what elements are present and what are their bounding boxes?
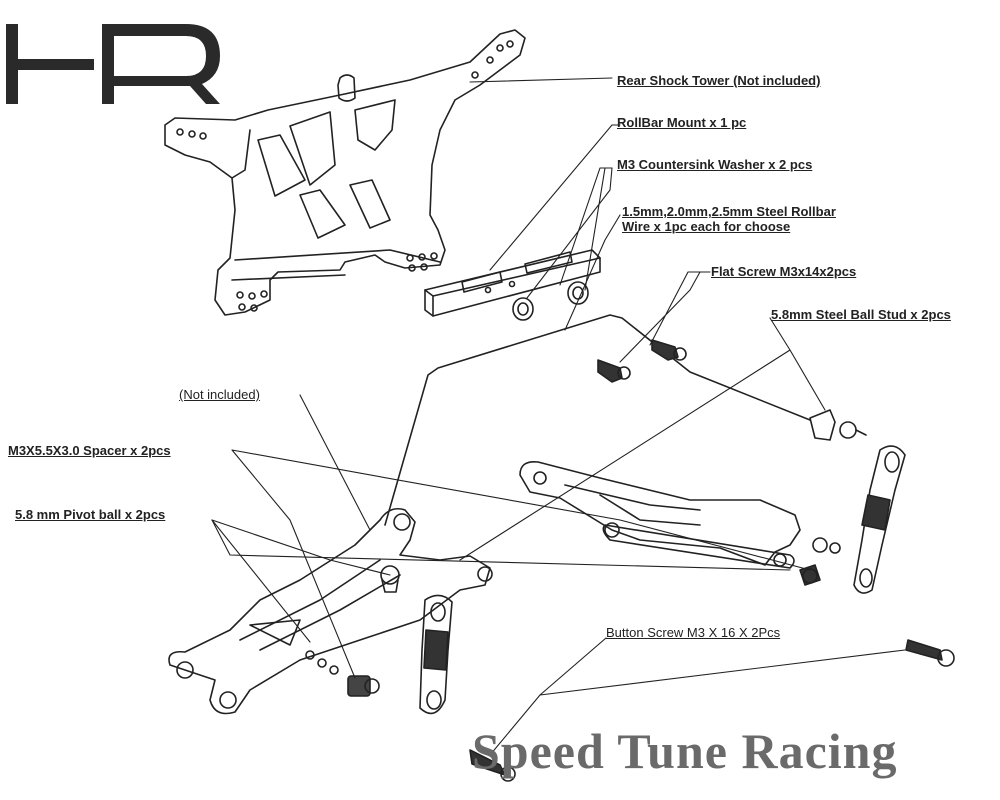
hr-logo-mark xyxy=(6,24,220,104)
button-screws xyxy=(469,639,955,782)
label-rear-shock-tower: Rear Shock Tower (Not included) xyxy=(617,73,821,88)
label-ball-stud: 5.8mm Steel Ball Stud x 2pcs xyxy=(771,307,951,322)
steel-ball-stud xyxy=(809,409,867,441)
flat-screws xyxy=(597,339,687,383)
countersink-washers xyxy=(512,281,589,321)
upper-arm-right xyxy=(519,460,841,586)
speed-tune-racing-watermark: Speed Tune Racing xyxy=(472,723,898,779)
camber-link xyxy=(853,445,906,594)
label-pivot-ball: 5.8 mm Pivot ball x 2pcs xyxy=(15,507,166,522)
rollbar-wire xyxy=(384,314,811,526)
hr-logo xyxy=(6,14,226,114)
spacer xyxy=(347,675,380,697)
label-rollbar-wire-line1: 1.5mm,2.0mm,2.5mm Steel Rollbar xyxy=(622,204,836,219)
label-not-included: (Not included) xyxy=(179,387,260,402)
label-rollbar-wire-line2: Wire x 1pc each for choose xyxy=(622,219,791,234)
lower-arm-left xyxy=(168,507,493,715)
label-countersink-washer: M3 Countersink Washer x 2 pcs xyxy=(617,157,813,172)
rear-shock-tower xyxy=(164,29,526,316)
leader-lines xyxy=(211,77,906,756)
label-flat-screw: Flat Screw M3x14x2pcs xyxy=(711,264,857,279)
label-spacer: M3X5.5X3.0 Spacer x 2pcs xyxy=(8,443,171,458)
pivot-ball xyxy=(380,565,400,593)
shock-link xyxy=(419,594,453,715)
label-button-screw: Button Screw M3 X 16 X 2Pcs xyxy=(606,625,781,640)
label-rollbar-mount: RollBar Mount x 1 pc xyxy=(617,115,747,130)
